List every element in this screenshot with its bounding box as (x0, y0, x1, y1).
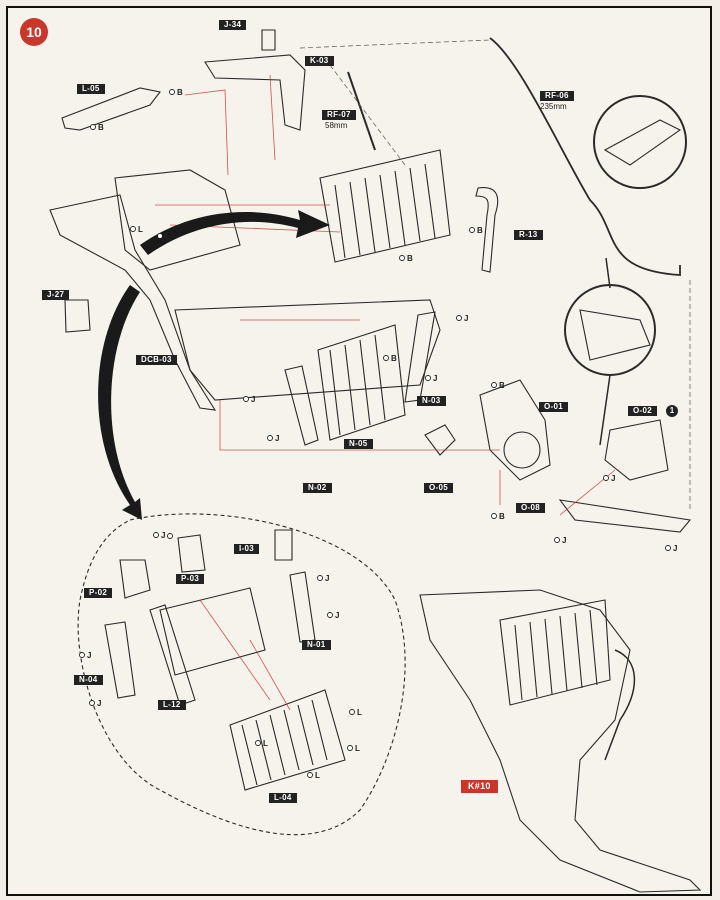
tag-n04: N-04 (74, 675, 103, 685)
tag-k03: K-03 (305, 56, 334, 66)
screw-label-j: J (97, 699, 102, 708)
screw-label-j: J (335, 611, 340, 620)
step-number-badge: 10 (20, 18, 48, 46)
screw-label-j: J (161, 531, 166, 540)
screw-label-l: L (315, 771, 320, 780)
screw-label-l: L (138, 225, 143, 234)
screw-label-b: B (177, 88, 183, 97)
screw-label-b: B (499, 381, 505, 390)
paper-sheet (6, 6, 712, 896)
part-rf07 (347, 71, 376, 151)
tag-dcb03: DCB-03 (136, 355, 177, 365)
length-rf06: 235mm (540, 102, 567, 111)
tag-p03: P-03 (176, 574, 205, 584)
tag-i03: I-03 (234, 544, 259, 554)
part-o08 (558, 499, 692, 533)
radiator-upper (319, 149, 451, 263)
tag-n01: N-01 (302, 640, 331, 650)
tag-j27: J-27 (42, 290, 70, 300)
screw-label-l: L (357, 708, 362, 717)
part-o05 (424, 424, 456, 456)
completed-assembly-tag: K#10 (461, 780, 498, 793)
part-dcb03 (49, 194, 217, 411)
screw-label-j: J (673, 544, 678, 553)
screw-label-j: J (433, 374, 438, 383)
part-n02 (284, 365, 319, 446)
detail-circle-upper (593, 95, 687, 189)
screw-label-l: L (263, 739, 268, 748)
tag-o01: O-01 (539, 402, 568, 412)
completed-assembly (419, 589, 702, 893)
tag-r13: R-13 (514, 230, 543, 240)
tag-n02: N-02 (303, 483, 332, 493)
part-k03 (204, 54, 306, 131)
part-o01 (479, 379, 551, 481)
tag-l04: L-04 (269, 793, 297, 803)
tag-o02: O-02 (628, 406, 657, 416)
part-rf06 (489, 37, 681, 276)
length-rf07: 58mm (325, 121, 348, 130)
part-n01 (289, 571, 316, 643)
arrow-from-subassembly (98, 285, 142, 520)
part-p02 (119, 559, 151, 599)
screw-label-l: L (355, 744, 360, 753)
part-o02 (604, 419, 669, 481)
screw-label-j: J (464, 314, 469, 323)
part-j27 (64, 299, 91, 333)
screw-label-j: J (87, 651, 92, 660)
screw-label-b: B (98, 123, 104, 132)
detail-circle-lower (564, 284, 656, 376)
quantity-marker: 1 (666, 405, 678, 417)
screw-label-l: L (165, 232, 170, 241)
part-l05 (61, 87, 161, 131)
part-l12 (159, 587, 266, 676)
tag-j34: J-34 (219, 20, 247, 30)
screw-label-j: J (275, 434, 280, 443)
screw-label-b: B (407, 254, 413, 263)
screw-label-j: J (325, 574, 330, 583)
subassembly-outline (77, 513, 406, 836)
screw-label-j: J (611, 474, 616, 483)
arrow-to-radiator (140, 210, 330, 255)
part-i03 (274, 529, 293, 561)
part-r13 (475, 187, 499, 273)
screw-label-j: J (251, 395, 256, 404)
tag-rf06: RF-06 (540, 91, 574, 101)
part-n04 (104, 621, 136, 699)
screw-label-b: B (391, 354, 397, 363)
tag-l12: L-12 (158, 700, 186, 710)
tag-p02: P-02 (84, 588, 113, 598)
part-frame-upper (114, 169, 241, 271)
tag-o08: O-08 (516, 503, 545, 513)
part-p03 (177, 534, 206, 573)
radiator-sub (229, 689, 346, 791)
tag-l05: L-05 (77, 84, 105, 94)
tag-rf07: RF-07 (322, 110, 356, 120)
screw-label-b: B (477, 226, 483, 235)
part-frame-lower (174, 299, 441, 401)
part-j34 (261, 29, 276, 51)
tag-n05: N-05 (344, 439, 373, 449)
screw-label-j: J (562, 536, 567, 545)
tag-n03: N-03 (417, 396, 446, 406)
screw-label-b: B (499, 512, 505, 521)
tag-o05: O-05 (424, 483, 453, 493)
radiator-lower (317, 324, 406, 441)
